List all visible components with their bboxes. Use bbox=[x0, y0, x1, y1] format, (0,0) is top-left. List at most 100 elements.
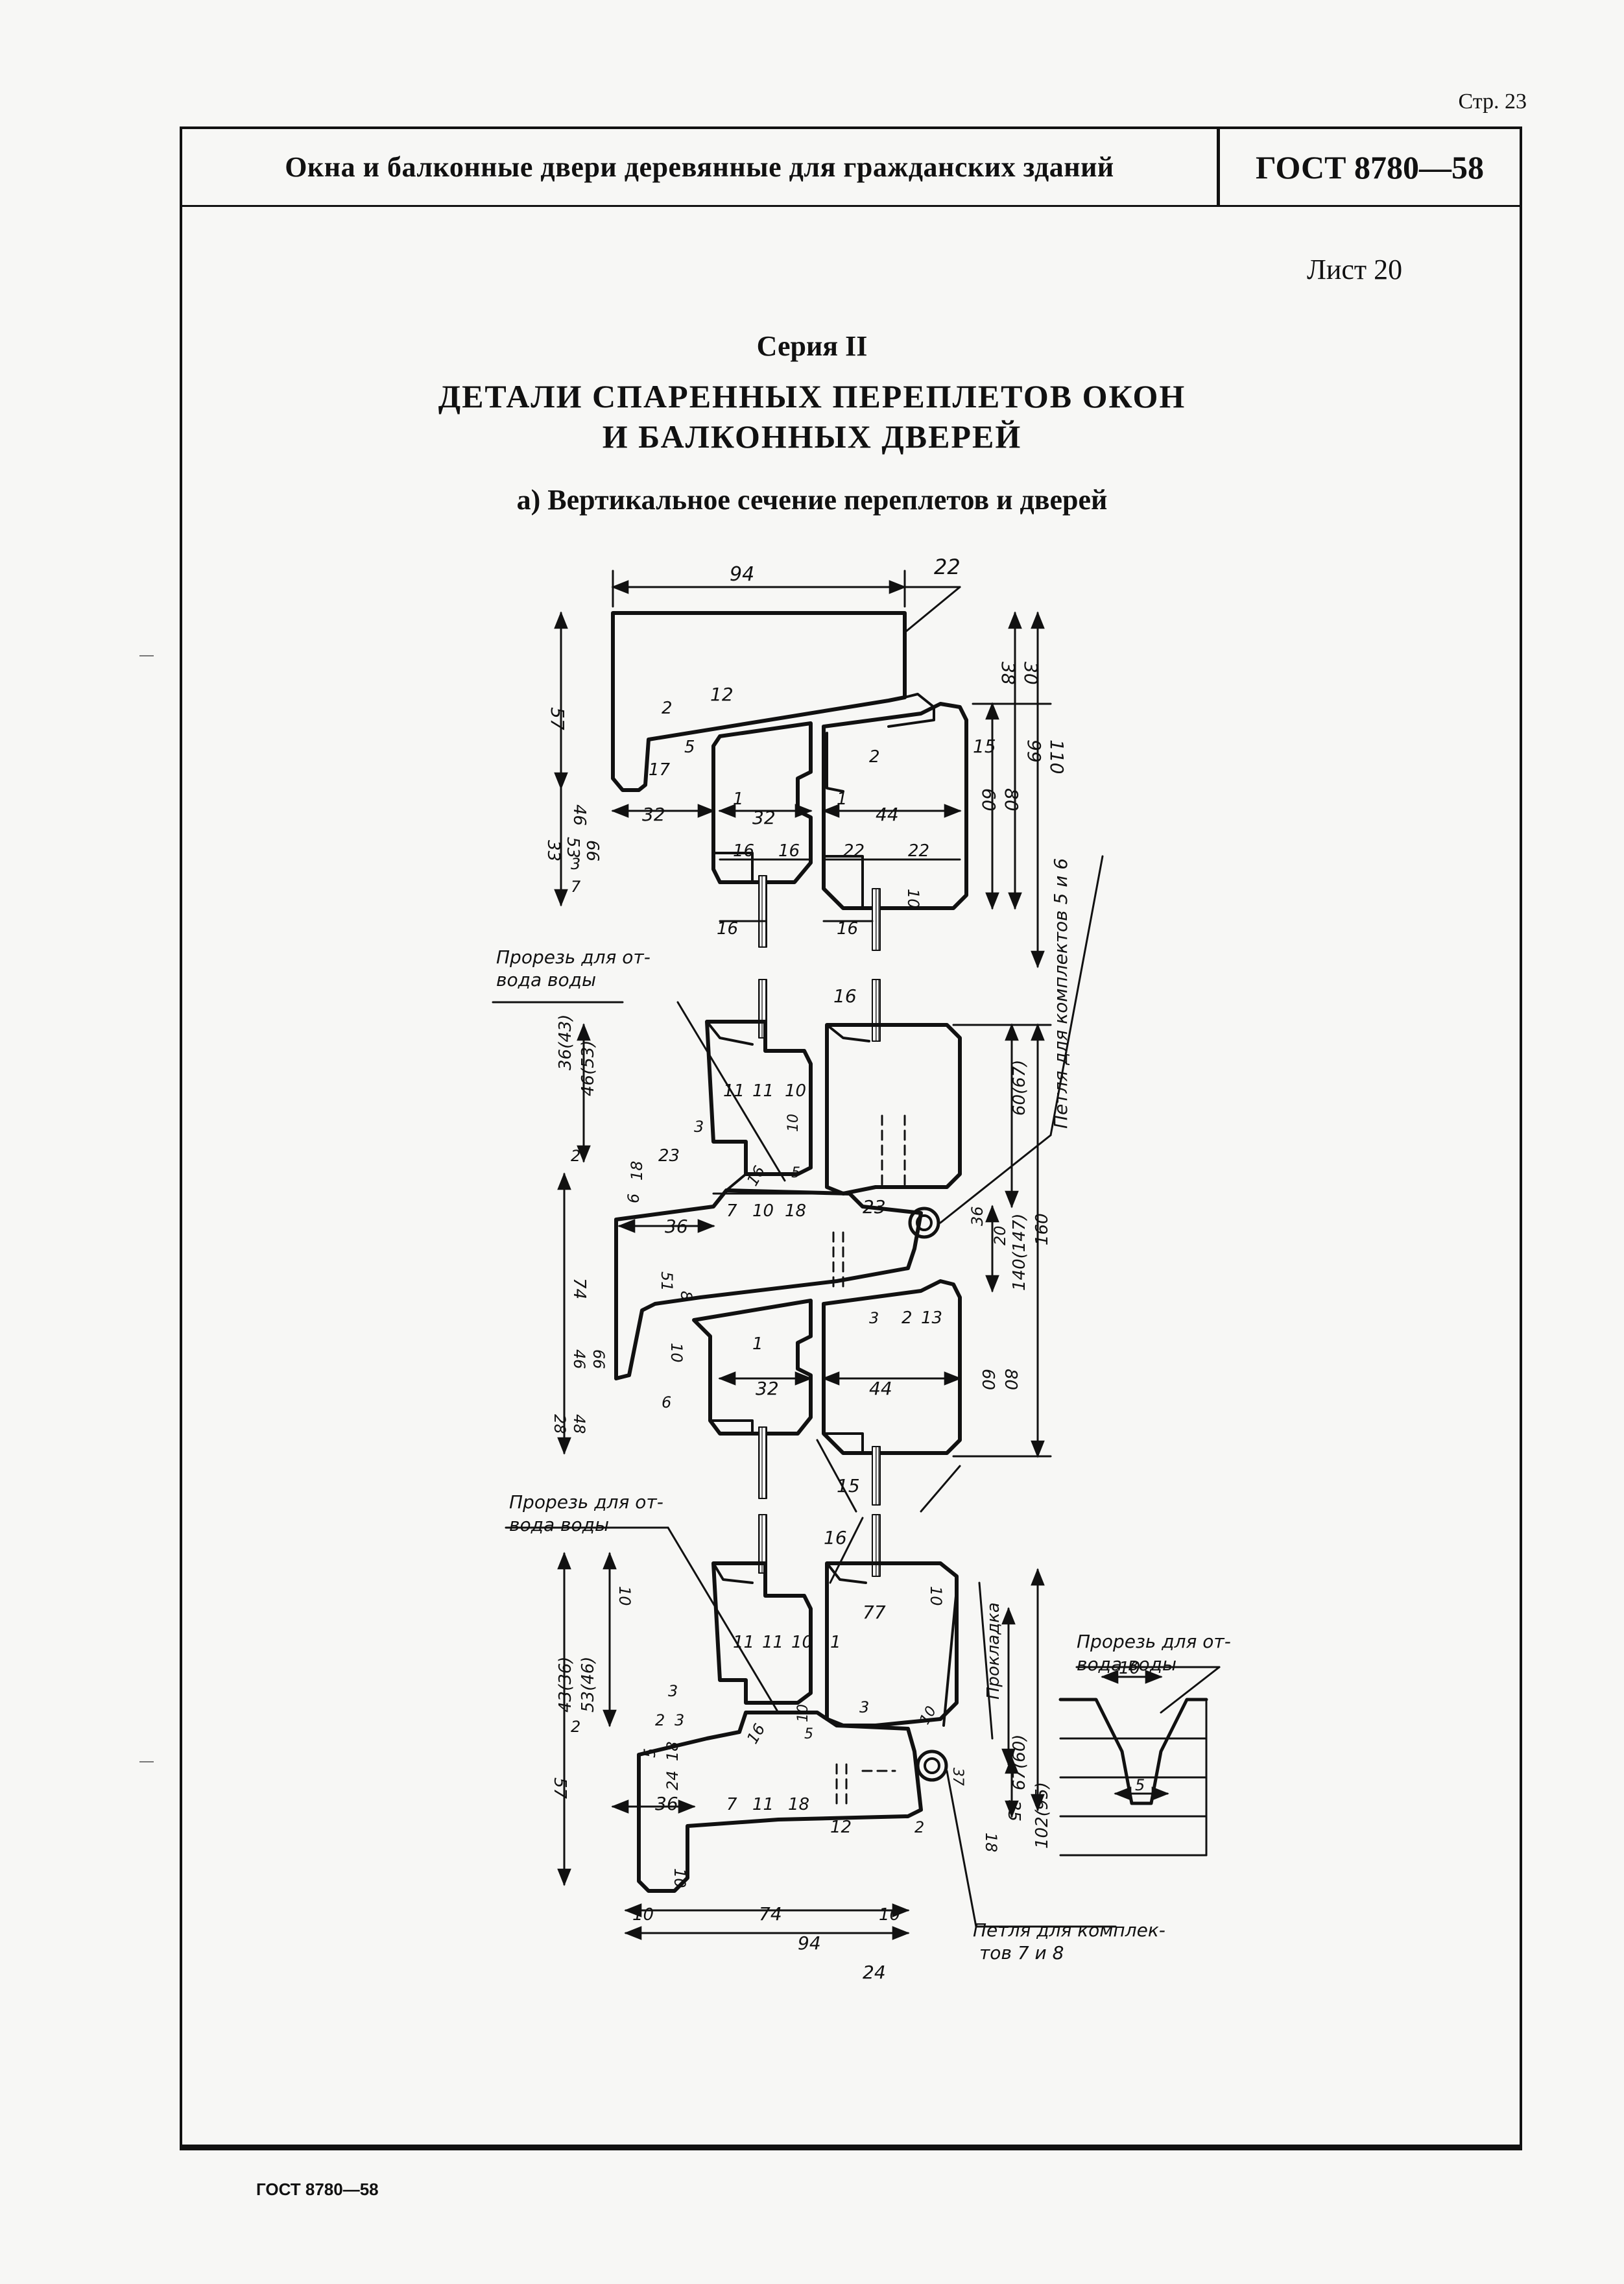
dim-label: 33 bbox=[543, 840, 563, 861]
header-block: Окна и балконные двери деревянные для гр… bbox=[182, 129, 1520, 207]
dim-label: 2 bbox=[902, 1308, 913, 1328]
dim-label: 60(67) bbox=[1010, 1060, 1029, 1116]
dim-label: 11 bbox=[752, 1081, 774, 1101]
dim-label: 1 bbox=[830, 1633, 841, 1652]
dim-label: 23 bbox=[658, 1146, 680, 1166]
dim-label: 74 bbox=[759, 1903, 782, 1925]
dim-label: 160 bbox=[1033, 1213, 1052, 1245]
dim-label: 16 bbox=[833, 985, 857, 1007]
dim-label: 5 bbox=[684, 738, 695, 757]
dim-label: 20 bbox=[991, 1225, 1009, 1245]
dim-label: 46(53) bbox=[579, 1040, 598, 1096]
dim-label: 10 bbox=[785, 1114, 802, 1132]
dim-label: 23 bbox=[863, 1196, 886, 1218]
dim-label: 60 bbox=[978, 1369, 997, 1390]
dim-label: 8 bbox=[677, 1291, 695, 1301]
dim-label: 80 bbox=[1001, 1369, 1020, 1390]
dim-label: 24 bbox=[863, 1962, 886, 1983]
dim-label: 16 bbox=[837, 919, 858, 939]
dim-label: 6 bbox=[662, 1393, 671, 1412]
dim-label: 60 bbox=[978, 788, 999, 811]
dim-label: 7 bbox=[571, 878, 581, 896]
dim-label: 11 bbox=[723, 1081, 745, 1101]
dim-label: 48 bbox=[570, 1414, 588, 1434]
title-line-2: И БАЛКОННЫХ ДВЕРЕЙ bbox=[602, 418, 1022, 455]
dim-label: 15 bbox=[973, 736, 996, 757]
dim-label: 16 bbox=[743, 1721, 769, 1747]
dim-label: 12 bbox=[830, 1818, 852, 1837]
document-title: ДЕТАЛИ СПАРЕННЫХ ПЕРЕПЛЕТОВ ОКОН И БАЛКО… bbox=[0, 376, 1624, 457]
dim-label: 3 bbox=[571, 855, 580, 873]
dim-label: 18 bbox=[663, 1741, 682, 1761]
dim-label: 1 bbox=[752, 1334, 763, 1354]
dim-label: 10 bbox=[667, 1343, 686, 1363]
dim-label: 16 bbox=[778, 841, 800, 861]
dim-label: 102(95) bbox=[1033, 1782, 1052, 1849]
dim-label: 22 bbox=[843, 841, 865, 861]
bottom-section bbox=[637, 1514, 959, 1893]
sheet-label: Лист 20 bbox=[1307, 254, 1403, 285]
dim-label: 18 bbox=[982, 1833, 1000, 1853]
dim-label: 32 bbox=[756, 1378, 779, 1399]
dim-label: 94 bbox=[798, 1932, 821, 1954]
dim-label: 74 bbox=[569, 1278, 589, 1299]
dim-label: 67(60) bbox=[1010, 1735, 1029, 1790]
dim-label: 36 bbox=[665, 1216, 688, 1237]
dim-label: 1 bbox=[837, 789, 848, 809]
dim-label: 2 bbox=[655, 1711, 665, 1729]
dim-label: 10 bbox=[795, 1704, 811, 1722]
title-line-1: ДЕТАЛИ СПАРЕННЫХ ПЕРЕПЛЕТОВ ОКОН bbox=[438, 378, 1186, 415]
dim-label: 3 bbox=[869, 1309, 879, 1327]
water-slot-note: вода воды bbox=[509, 1514, 609, 1535]
dim-label: 46 bbox=[570, 1349, 588, 1369]
dim-label: 18 bbox=[785, 1201, 806, 1221]
dim-label: 18 bbox=[788, 1795, 809, 1814]
hinge-note: тов 7 и 8 bbox=[979, 1942, 1064, 1964]
document-frame: Окна и балконные двери деревянные для гр… bbox=[180, 126, 1522, 2150]
dim-label: 140(147) bbox=[1010, 1213, 1029, 1291]
water-slot-note: вода воды bbox=[1077, 1653, 1176, 1675]
dim-label: 10 bbox=[917, 1703, 940, 1727]
dim-label: 5 bbox=[1135, 1776, 1145, 1794]
dim-label: 10 bbox=[615, 1586, 634, 1606]
dim-label: 32 bbox=[642, 804, 665, 825]
footer-code: ГОСТ 8780—58 bbox=[256, 2180, 379, 2199]
dim-label: 36 bbox=[968, 1206, 986, 1226]
dim-label: 37 bbox=[949, 1768, 966, 1786]
drawing-labels: 94 22 38 30 57 12 2 5 17 2 15 1 1 60 80 … bbox=[496, 555, 1231, 1983]
hinge-note: Петля для комплек- bbox=[973, 1919, 1165, 1941]
dim-label: 11 bbox=[733, 1633, 754, 1652]
dim-label: 5 bbox=[641, 1748, 659, 1758]
dim-label: 17 bbox=[649, 760, 671, 780]
dim-label: 16 bbox=[717, 919, 738, 939]
dim-label: 2 bbox=[571, 1718, 580, 1736]
dim-label: 94 bbox=[730, 563, 754, 586]
dim-label: 28 bbox=[551, 1414, 569, 1434]
series-label: Серия II bbox=[756, 330, 868, 362]
dim-label: 13 bbox=[921, 1308, 942, 1328]
dim-label: 43(36) bbox=[556, 1657, 575, 1713]
dim-label: 2 bbox=[662, 699, 673, 718]
dim-label: 57 bbox=[550, 1777, 569, 1799]
gasket-note: Прокладка bbox=[984, 1602, 1003, 1700]
water-slot-note: вода воды bbox=[496, 969, 596, 991]
dim-label: 22 bbox=[908, 841, 929, 861]
dim-label: 16 bbox=[733, 841, 754, 861]
middle-section bbox=[614, 979, 962, 1506]
dim-label: 36 bbox=[655, 1793, 678, 1814]
dim-label: 44 bbox=[869, 1378, 892, 1399]
dim-label: 3 bbox=[668, 1682, 678, 1700]
dim-label: 7 bbox=[726, 1201, 737, 1221]
dim-label: 6 bbox=[625, 1194, 643, 1203]
dim-label: 66 bbox=[590, 1349, 608, 1369]
water-slot-detail bbox=[1058, 1698, 1208, 1857]
dim-label: 12 bbox=[710, 684, 734, 705]
dim-label: 53 bbox=[563, 837, 582, 858]
dim-label: 80 bbox=[1001, 788, 1022, 811]
water-slot-note: Прорезь для от- bbox=[496, 946, 651, 968]
page-number: Стр. 23 bbox=[1458, 90, 1527, 114]
dim-label: 15 bbox=[837, 1475, 860, 1497]
water-slot-note: Прорезь для от- bbox=[509, 1491, 663, 1513]
dim-label: 24 bbox=[663, 1770, 682, 1790]
